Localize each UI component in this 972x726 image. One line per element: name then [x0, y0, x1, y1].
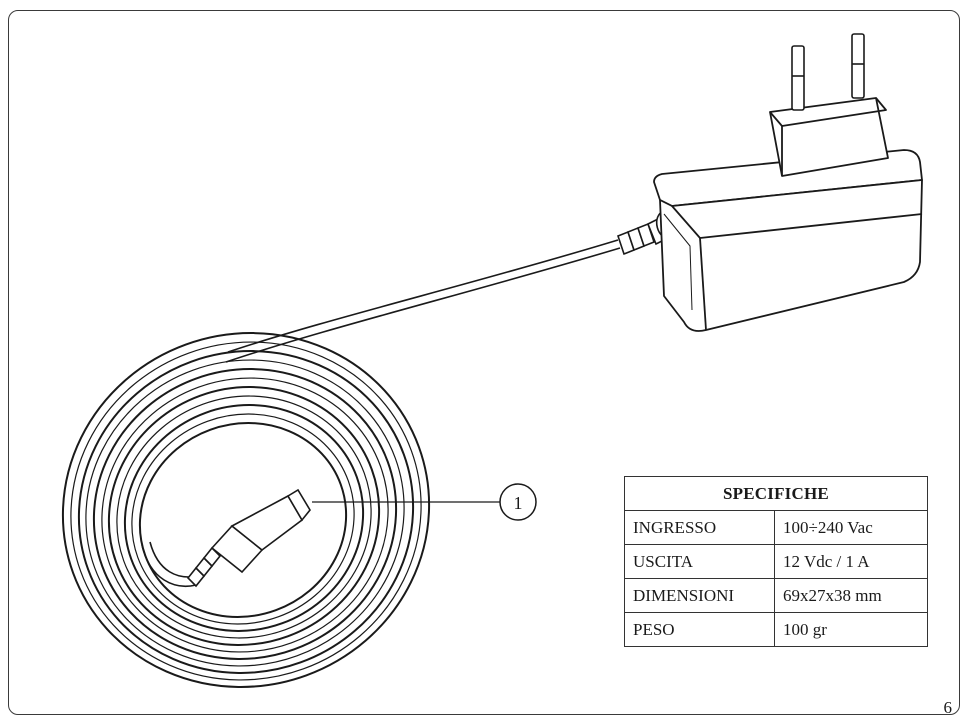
specs-table: SPECIFICHE INGRESSO 100÷240 Vac USCITA 1…: [624, 476, 928, 647]
table-row: INGRESSO 100÷240 Vac: [624, 510, 928, 545]
coiled-cable: [61, 332, 431, 688]
spec-value: 12 Vdc / 1 A: [774, 544, 928, 579]
plug-pins: [791, 33, 865, 111]
page-frame: [8, 10, 960, 715]
dc-plug: [186, 488, 311, 588]
spec-value: 100 gr: [774, 612, 928, 647]
table-row: DIMENSIONI 69x27x38 mm: [624, 578, 928, 613]
adapter-body: [653, 149, 923, 332]
table-row: PESO 100 gr: [624, 612, 928, 647]
specs-table-header: SPECIFICHE: [624, 476, 928, 511]
callout-number: 1: [514, 493, 523, 513]
table-row: USCITA 12 Vdc / 1 A: [624, 544, 928, 579]
spec-label: PESO: [624, 612, 775, 647]
spec-label: DIMENSIONI: [624, 578, 775, 613]
spec-label: INGRESSO: [624, 510, 775, 545]
spec-value: 100÷240 Vac: [774, 510, 928, 545]
page-number: 6: [943, 698, 953, 717]
specs-title: SPECIFICHE: [624, 476, 928, 511]
spec-label: USCITA: [624, 544, 775, 579]
cable-lead: [225, 239, 621, 363]
spec-value: 69x27x38 mm: [774, 578, 928, 613]
euro-plug-head: [769, 97, 889, 177]
callout-1: 1: [312, 483, 537, 521]
